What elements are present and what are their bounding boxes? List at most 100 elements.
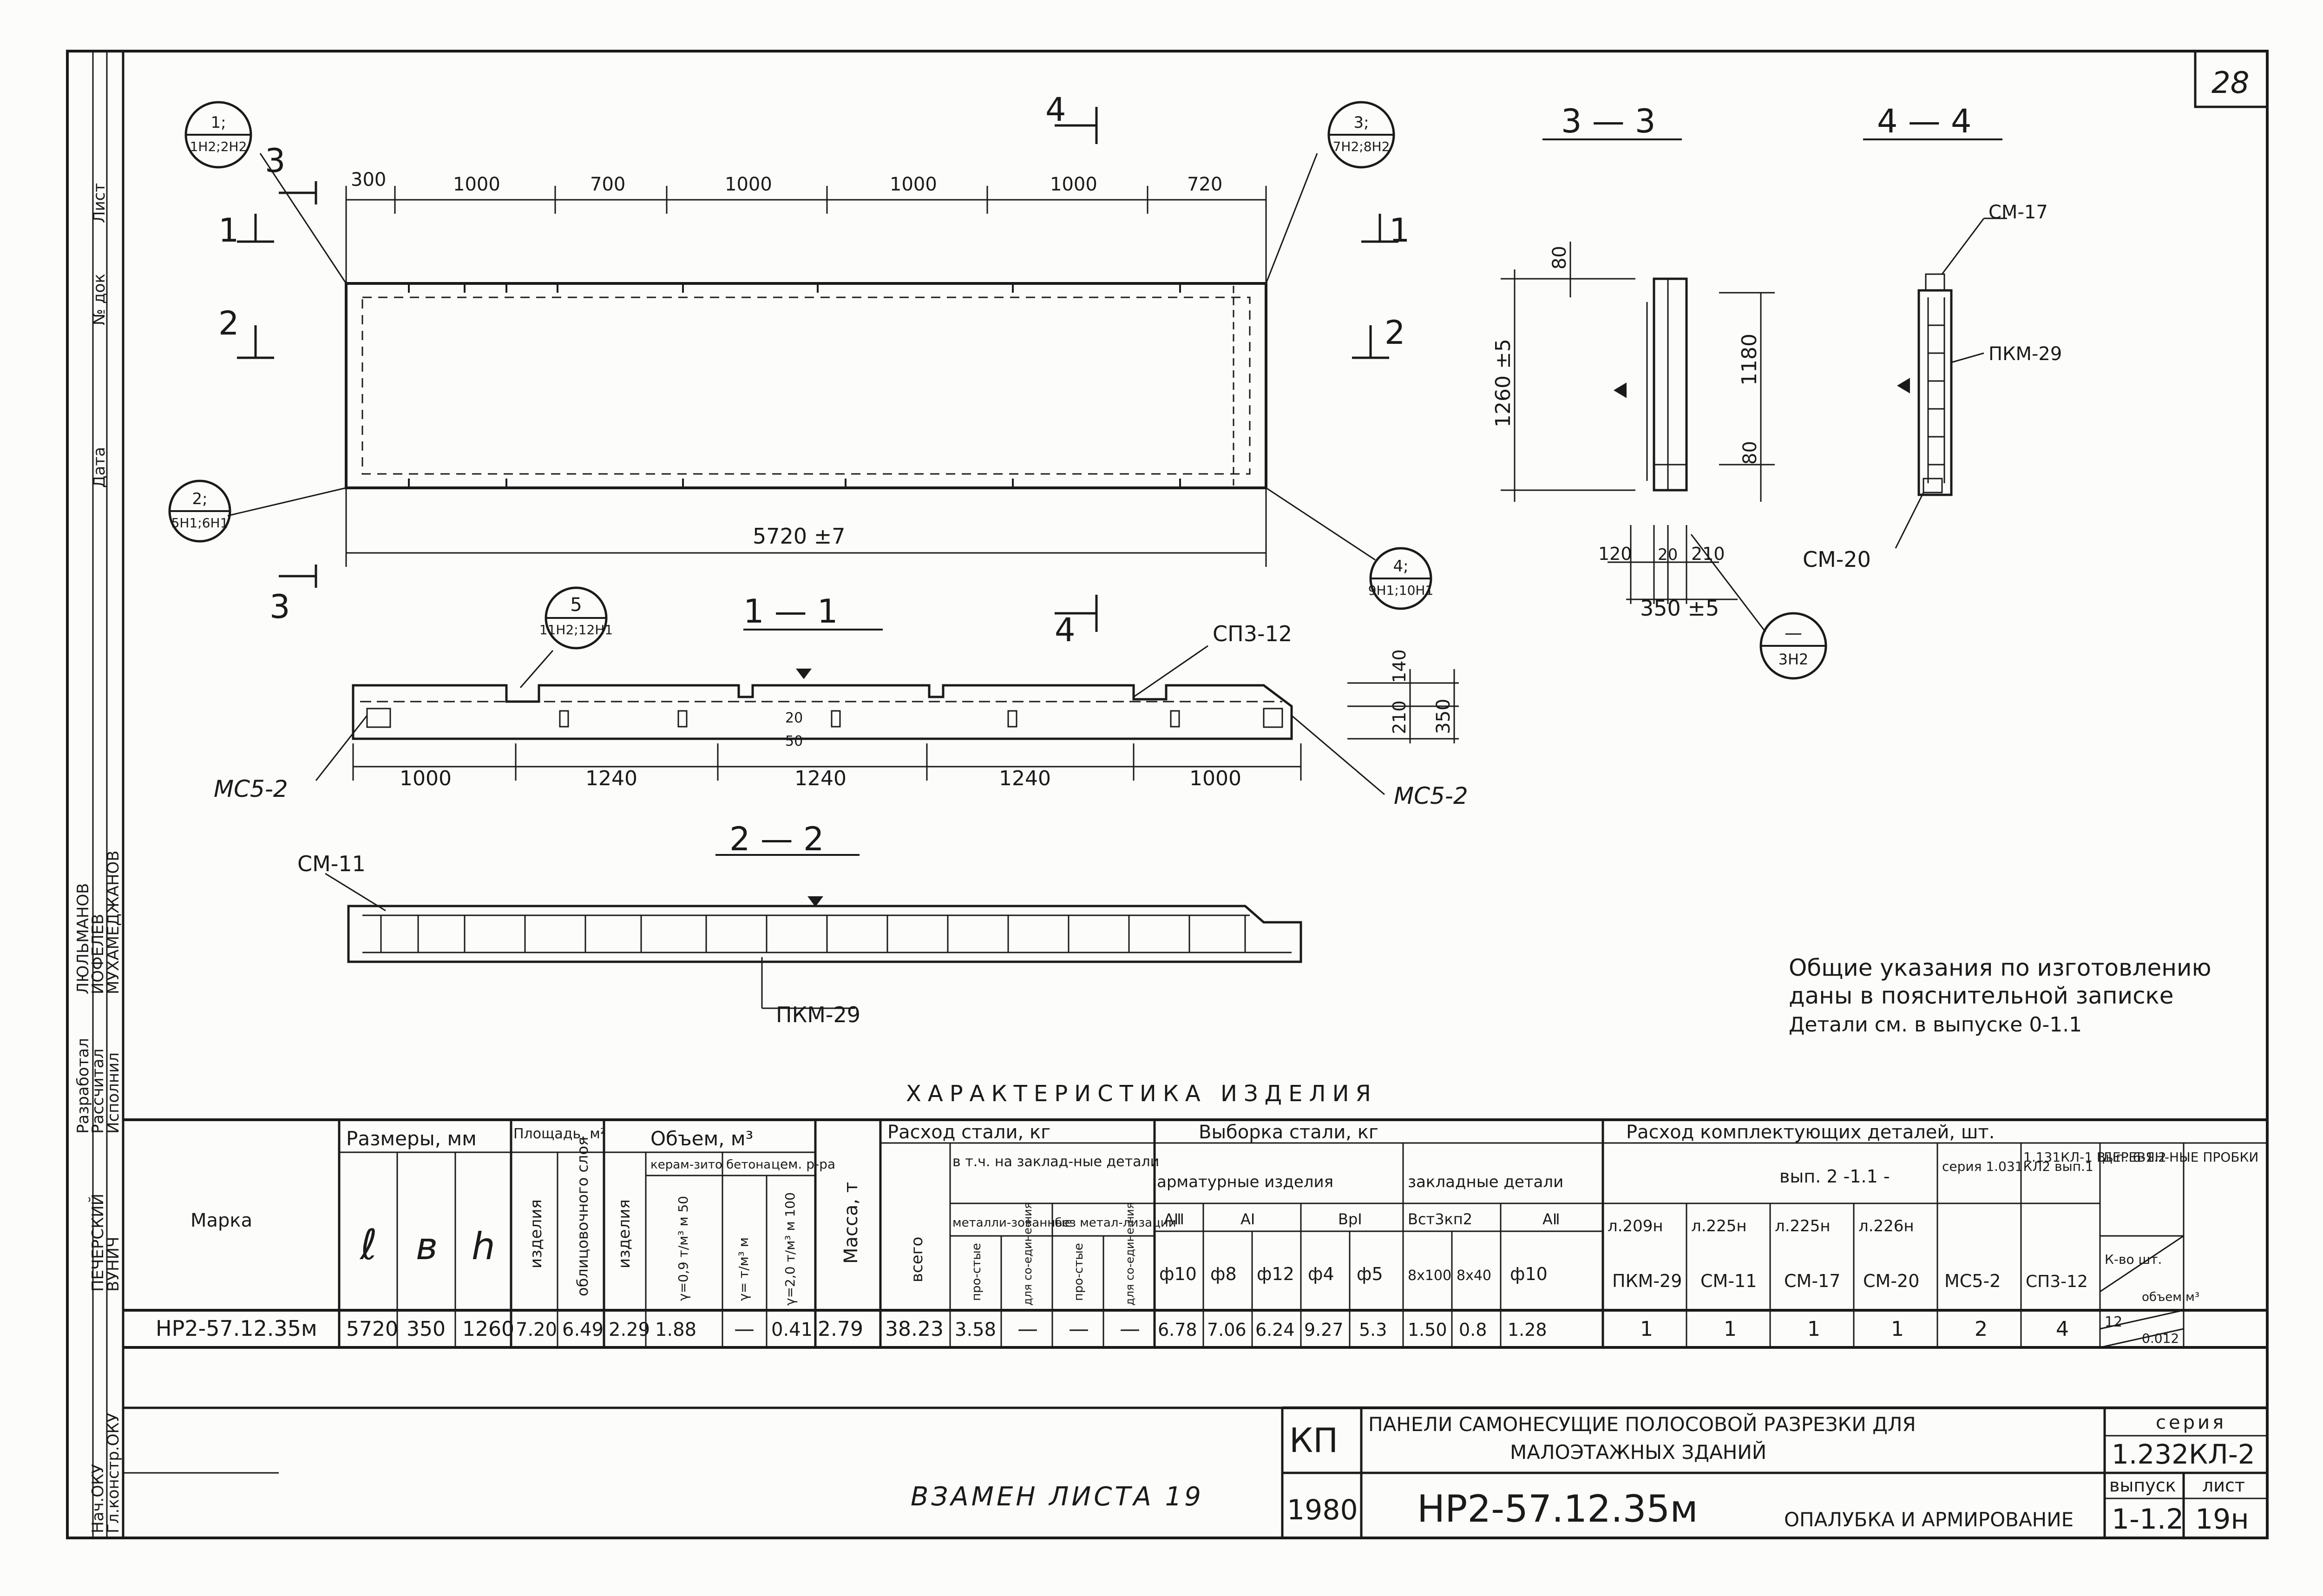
note-line-3: Детали см. в выпуске 0-1.1 (1789, 1013, 2082, 1037)
mark-1-right: 1 (1389, 211, 1410, 250)
th-d4: ф4 (1308, 1264, 1334, 1284)
td-h: 1260 (462, 1317, 514, 1341)
s33-callout-num: — (1785, 623, 1802, 643)
side-stamp-role-5: Гл.констр.ОКУ (104, 1412, 123, 1533)
title-block (123, 1406, 2267, 1538)
th-sizes: Размеры, мм (346, 1127, 477, 1150)
th-sm17: СМ-17 (1784, 1271, 1840, 1291)
th-marka: Марка (190, 1210, 252, 1231)
tb-sheet-no: 19н (2195, 1503, 2249, 1536)
mark-4-bot: 4 (1055, 611, 1076, 649)
th-l: ℓ (359, 1221, 377, 1269)
td-emb-3: 1.28 (1508, 1320, 1547, 1340)
th-wood-vol: объем м³ (2142, 1290, 2199, 1304)
s11-small-50: 50 (785, 733, 803, 749)
s33-bot-210: 210 (1691, 544, 1725, 564)
th-area: Площадь, м² (513, 1126, 606, 1142)
s11-dim-4: 1000 (1189, 767, 1241, 790)
th-cem-a: γ=2,0 т/м³ м 100 (782, 1192, 798, 1306)
panel-plan (227, 153, 1376, 567)
callout-3-num: 3; (1353, 113, 1369, 132)
th-vst: Вст3кп2 (1408, 1210, 1472, 1228)
th-mc52: МС5-2 (1944, 1271, 2001, 1291)
plan-dim-0: 300 (351, 169, 386, 190)
th-steel-use: Расход стали, кг (887, 1122, 1050, 1143)
th-d5: ф5 (1357, 1264, 1383, 1284)
th-nometal: без метал-лизации (1055, 1216, 1176, 1230)
td-emb-1: 1.50 (1408, 1320, 1447, 1340)
tb-issue: 1-1.2 (2112, 1503, 2184, 1536)
th-arm: арматурные изделия (1157, 1173, 1333, 1191)
s33-dim-height: 1260 ±5 (1491, 339, 1515, 427)
s33-bot-120: 120 (1598, 544, 1632, 564)
section-1-1-mc-left: МС5-2 (214, 775, 288, 802)
th-a3: АⅢ (1164, 1210, 1184, 1228)
side-stamp: Дата № док Лист Разработал Рассчитал Исп… (74, 183, 123, 1533)
plan-overall-length: 5720 ±7 (753, 524, 846, 549)
th-vr1: ВрⅠ (1338, 1210, 1362, 1228)
s11-dim-1: 1240 (585, 767, 637, 790)
table-headers: Марка Размеры, мм Площадь, м² Объем, м³ … (190, 1122, 2258, 1306)
callout-2-ref: 5Н1;6Н1 (171, 515, 229, 531)
th-bolt-1: для со-едине-ния (1021, 1202, 1034, 1306)
td-pkm: 1 (1640, 1317, 1653, 1341)
section-4-4-sm20: СМ-20 (1803, 547, 1871, 572)
th-volume: Объем, м³ (650, 1127, 753, 1150)
plan-dim-5: 1000 (1050, 174, 1097, 195)
section-2-2-sm11: СМ-11 (297, 851, 366, 876)
td-vol-item: 2.29 (609, 1319, 650, 1340)
callout-2: 2; 5Н1;6Н1 (168, 479, 231, 543)
plan-callouts: 1; 1Н2;2Н2 3; 7Н2;8Н2 2; 5Н1;6Н1 4; 9Н1;… (168, 101, 1433, 610)
td-a1-8: 7.06 (1207, 1320, 1247, 1340)
th-d8: ф8 (1210, 1264, 1237, 1284)
section-4-4-sm17: СМ-17 (1988, 202, 2048, 223)
th-sp312: СП3-12 (2026, 1272, 2088, 1291)
th-wood: ДЕРЕВЯН-НЫЕ ПРОБКИ (2102, 1149, 2258, 1165)
section-1-1-labels: 1 — 1 5 11Н2;12Н1 МС5-2 МС5-2 СП3-12 100… (214, 586, 1468, 809)
side-stamp-role-2: Рассчитал (89, 1049, 107, 1134)
mark-2-right: 2 (1385, 314, 1405, 352)
s11-dim-2: 1240 (794, 767, 847, 790)
section-1-1-sp: СП3-12 (1213, 621, 1292, 646)
plan-dim-2: 700 (590, 174, 625, 195)
td-l: 5720 (346, 1317, 398, 1341)
th-b: в (416, 1225, 438, 1268)
td-area-face: 6.49 (562, 1319, 604, 1340)
th-s8x100: 8х100 (1408, 1268, 1451, 1284)
s33-bot-20: 20 (1658, 545, 1678, 564)
td-mc52: 2 (1975, 1317, 1988, 1341)
section-4-4-labels: 4 — 4 СМ-17 ПКМ-29 СМ-20 (1803, 102, 2062, 572)
th-metal: металли-зованные (952, 1216, 1072, 1230)
s33-dim-80-top: 80 (1549, 246, 1570, 269)
tb-issue-label: выпуск (2109, 1475, 2176, 1496)
section-2-2 (325, 854, 1302, 1009)
general-notes: Общие указания по изготовлению даны в по… (1789, 954, 2211, 1037)
th-a2: АⅡ (1542, 1210, 1560, 1228)
tb-sheet-title: ОПАЛУБКА И АРМИРОВАНИЕ (1784, 1508, 2074, 1531)
th-sm20: СМ-20 (1863, 1271, 1919, 1291)
side-stamp-top: Дата (90, 447, 109, 488)
th-d12: ф12 (1257, 1264, 1294, 1284)
callout-2-num: 2; (192, 490, 207, 508)
th-l225a: л.225н (1691, 1217, 1747, 1235)
note-line-2: даны в пояснительной записке (1789, 982, 2174, 1009)
th-vyp: вып. 2 -1.1 - (1779, 1166, 1890, 1187)
mark-2-left: 2 (218, 304, 239, 342)
td-nometal-bolt: — (1120, 1317, 1140, 1341)
s11-small-20: 20 (785, 710, 803, 726)
section-1-1 (315, 629, 1459, 795)
th-ser2: 1.131КЛ-1 Вып. 6-1.2 (2023, 1149, 2166, 1165)
td-a1-12: 6.24 (1255, 1320, 1295, 1340)
th-h: h (472, 1225, 495, 1268)
callout-3-ref: 7Н2;8Н2 (1333, 139, 1390, 154)
side-stamp-name-1: ЛЮЛЬМАНОВ (74, 883, 92, 994)
section-1-1-callout-num: 5 (570, 594, 582, 616)
section-4-4 (1863, 138, 2007, 549)
section-3-3-title: 3 — 3 (1561, 102, 1656, 140)
th-vol-item: изделия (615, 1199, 634, 1268)
th-bolt-2: для со-едине-ния (1123, 1202, 1136, 1306)
mark-4-top: 4 (1045, 91, 1066, 129)
side-stamp-top-list: Лист (90, 183, 109, 223)
